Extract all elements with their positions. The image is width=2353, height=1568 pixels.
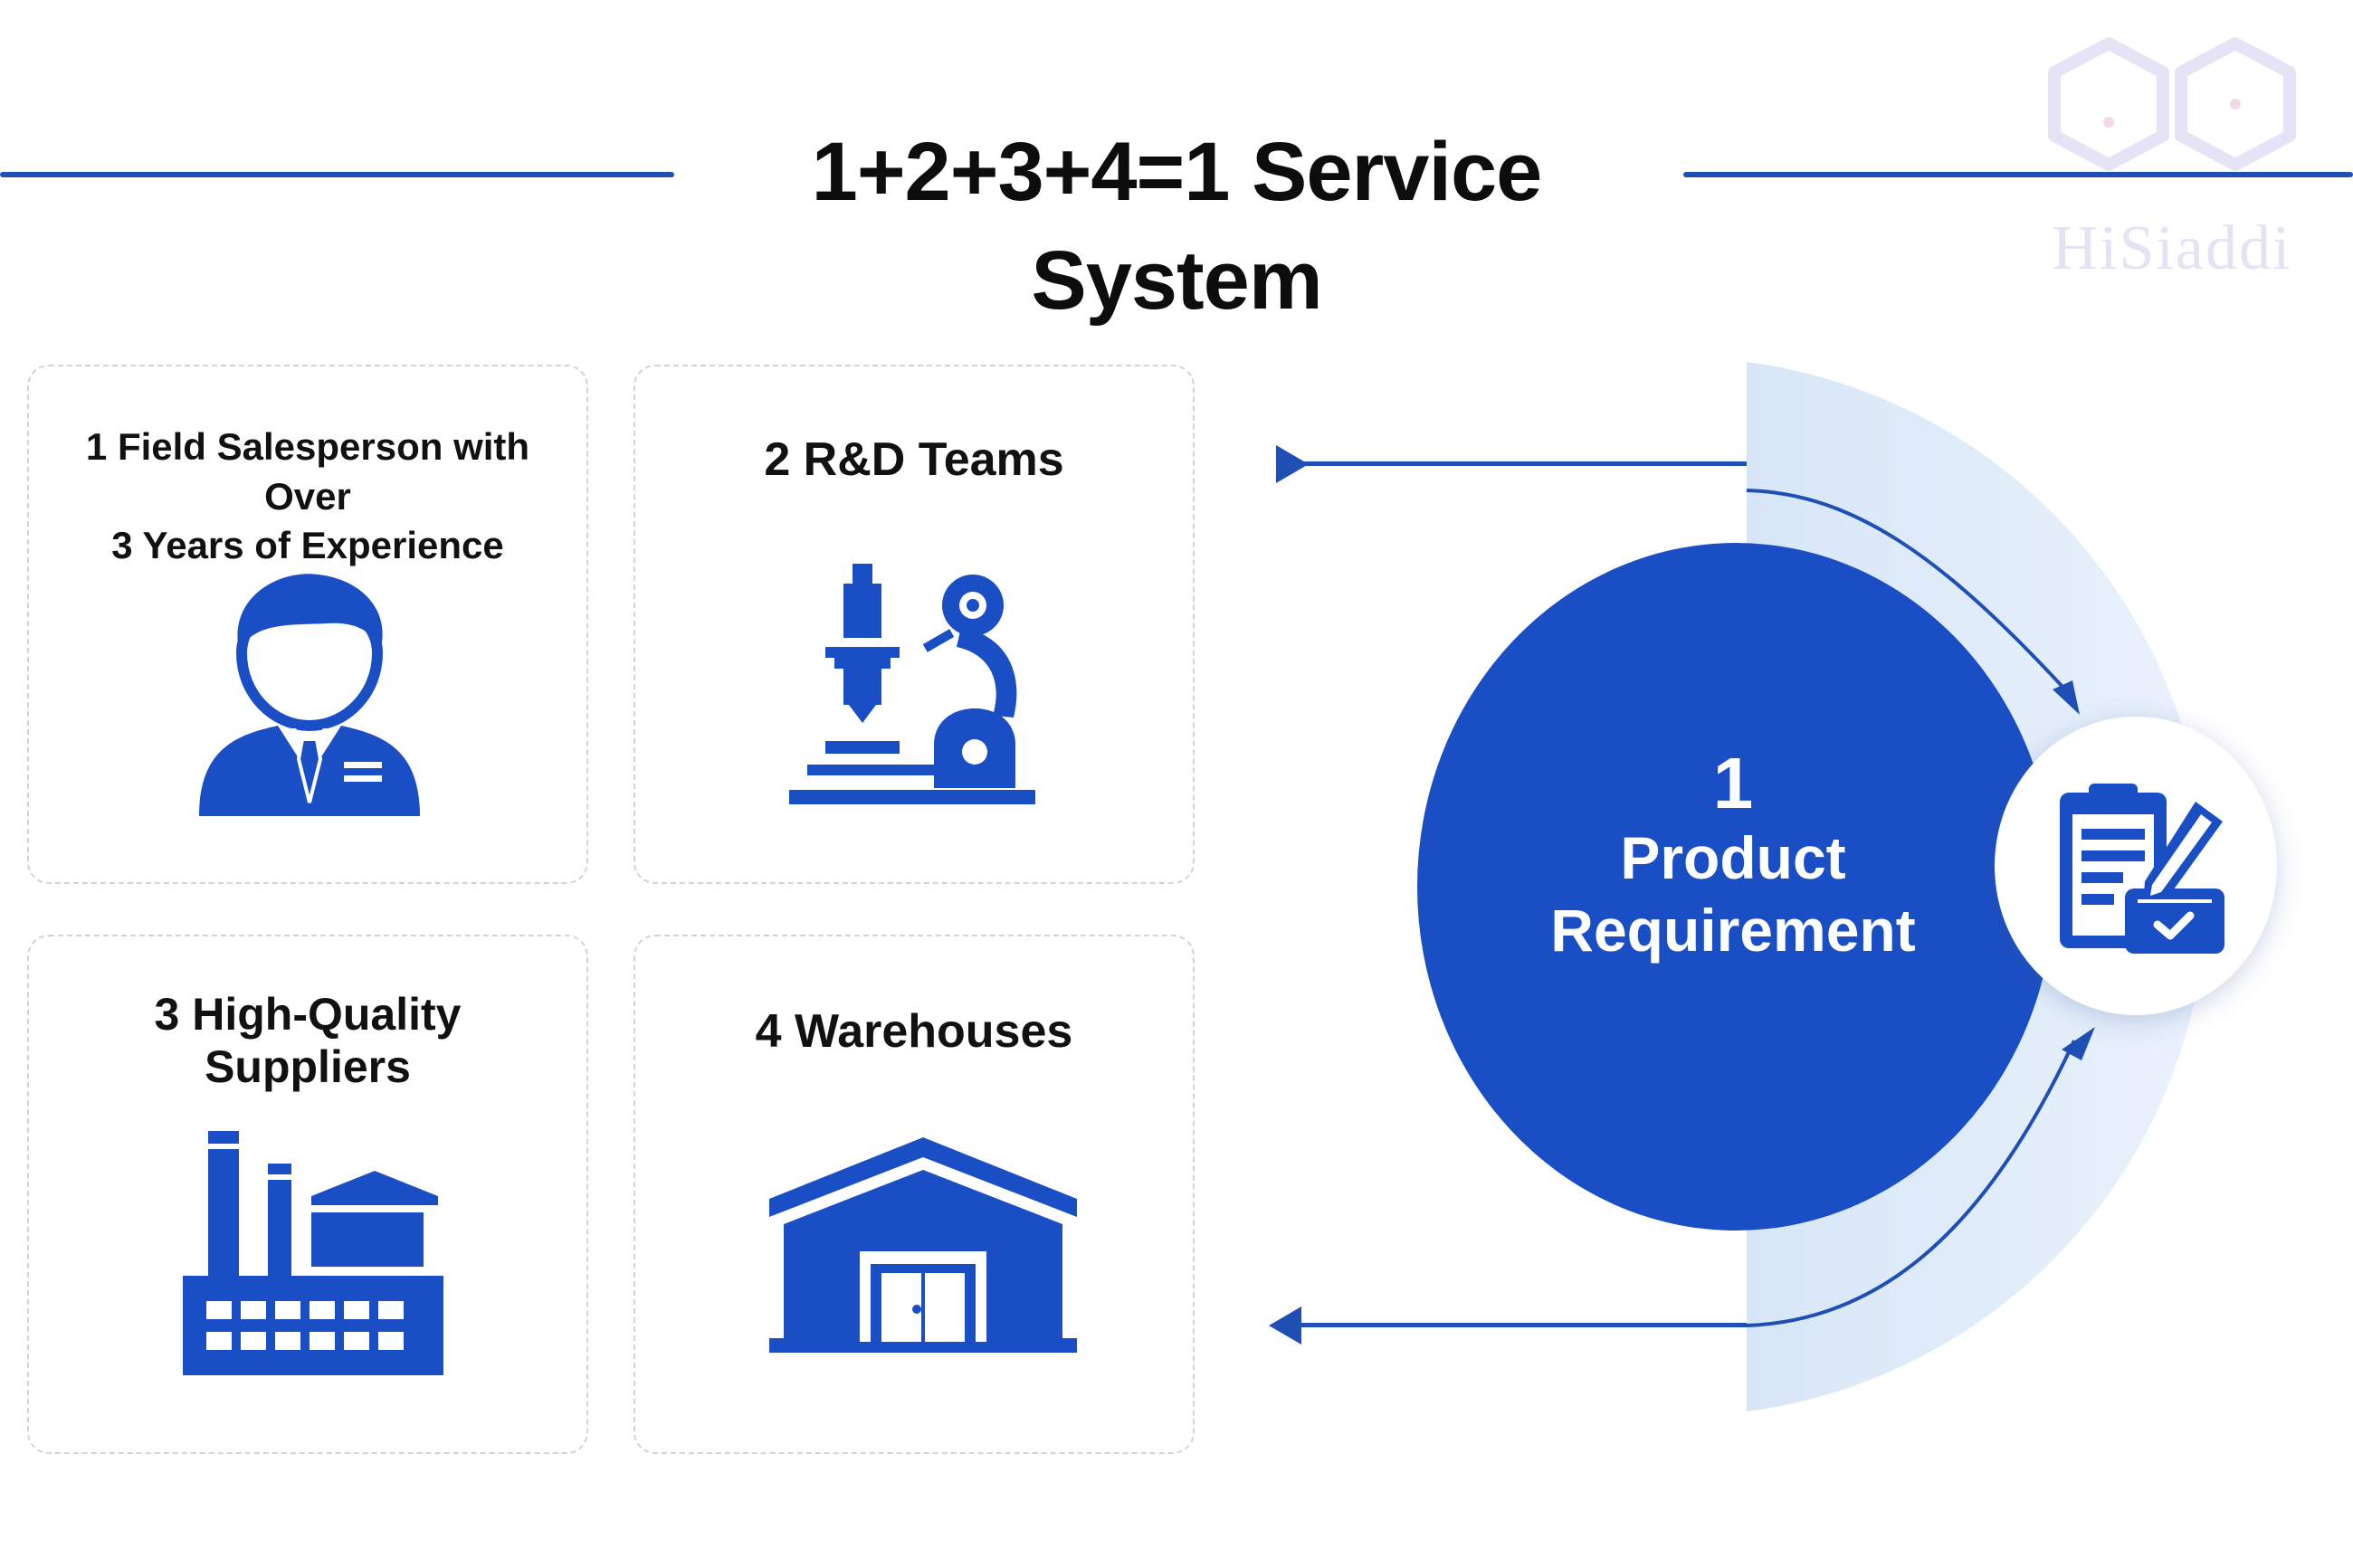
page-title: 1+2+3+4=1 Service System	[811, 126, 1543, 327]
card-rnd-teams: 2 R&D Teams	[634, 365, 1195, 884]
center-label-line1: Product	[1620, 824, 1846, 891]
salesperson-icon	[199, 574, 420, 816]
flow-line-top	[1294, 461, 1747, 466]
card-label: 2 R&D Teams	[653, 430, 1175, 491]
title-line-left	[0, 172, 674, 177]
card-label: 4 Warehouses	[653, 1002, 1175, 1063]
curved-flow-arrows	[1746, 489, 2095, 1327]
card-label: 3 High-Quality Suppliers	[47, 989, 568, 1093]
card-warehouses: 4 Warehouses	[634, 935, 1195, 1454]
clipboard-check-icon	[2060, 784, 2224, 954]
factory-icon	[183, 1131, 443, 1375]
watermark-logo	[2048, 37, 2296, 171]
card-label: 1 Field Salesperson with Over 3 Years of…	[47, 423, 568, 571]
arrowhead-top	[1276, 445, 1309, 483]
card-label-line: 4 Warehouses	[755, 1005, 1073, 1058]
center-number: 1	[1712, 743, 1754, 823]
flow-line-bottom	[1292, 1323, 1747, 1327]
card-suppliers: 3 High-Quality Suppliers	[27, 935, 588, 1454]
card-label-line: 1 Field Salesperson with Over	[85, 425, 530, 518]
card-salesperson: 1 Field Salesperson with Over 3 Years of…	[27, 365, 588, 884]
microscope-icon	[789, 564, 1035, 804]
card-label-line: 2 R&D Teams	[764, 433, 1064, 486]
warehouse-icon	[769, 1137, 1077, 1353]
watermark-text: HiSiaddi	[2052, 214, 2292, 283]
card-label-line: Suppliers	[205, 1041, 411, 1092]
card-label-line: 3 High-Quality	[154, 989, 462, 1040]
card-label-line: 3 Years of Experience	[111, 524, 504, 567]
arrowhead-bottom	[1269, 1307, 1301, 1345]
center-label-line2: Requirement	[1550, 897, 1916, 964]
product-requirement-circle	[1417, 543, 2054, 1231]
title-line-right	[1683, 172, 2353, 177]
